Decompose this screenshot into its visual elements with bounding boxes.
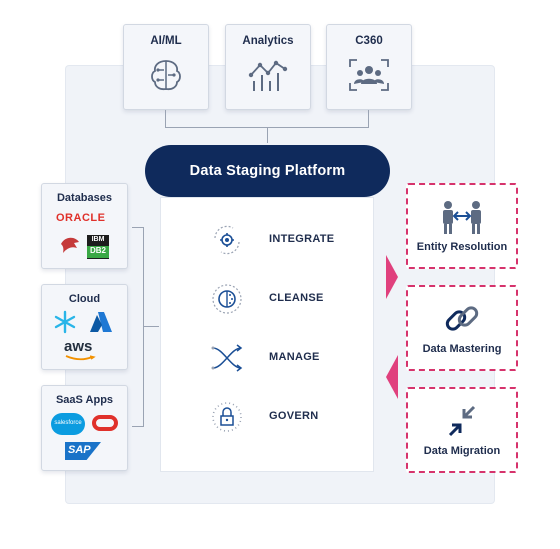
snowflake-icon xyxy=(54,310,76,334)
platform-title-pill: Data Staging Platform xyxy=(145,145,390,197)
step-manage: MANAGE xyxy=(161,338,375,382)
arrow-from-outputs xyxy=(386,355,398,399)
sources-connector xyxy=(132,227,159,427)
gear-cycle-icon xyxy=(214,225,240,255)
line-chart-icon xyxy=(248,60,288,91)
salesforce-logo-text: salesforce xyxy=(54,420,82,426)
entity-resolution-card: Entity Resolution xyxy=(406,183,518,269)
analytics-card: Analytics xyxy=(225,24,311,110)
arrow-to-outputs xyxy=(386,255,398,299)
databases-label: Databases xyxy=(56,192,113,204)
crossing-arrows-icon xyxy=(211,344,243,372)
c360-label: C360 xyxy=(355,35,383,47)
azure-icon xyxy=(90,312,112,332)
cloud-card: Cloud aws xyxy=(41,284,128,370)
step-cleanse: CLEANSE xyxy=(161,279,375,323)
top-connector-stem xyxy=(267,127,268,143)
cleanse-circle-icon xyxy=(212,284,242,314)
sap-logo-text: SAP xyxy=(68,444,91,456)
salesforce-logo: salesforce xyxy=(51,413,85,435)
saas-apps-label: SaaS Apps xyxy=(55,394,114,406)
lock-circle-icon xyxy=(212,402,242,432)
step-govern: GOVERN xyxy=(161,397,375,441)
aws-smile-icon xyxy=(65,355,96,361)
oracle-logo: ORACLE xyxy=(56,212,106,224)
step-manage-label: MANAGE xyxy=(269,351,320,363)
step-integrate-label: INTEGRATE xyxy=(269,233,335,245)
brain-circuit-icon xyxy=(151,60,181,91)
ibm-db2-logo: IBM DB2 xyxy=(87,235,109,259)
step-cleanse-label: CLEANSE xyxy=(269,292,324,304)
analytics-label: Analytics xyxy=(242,35,294,47)
c360-card: C360 xyxy=(326,24,412,110)
ai-ml-card: AI/ML xyxy=(123,24,209,110)
data-migration-label: Data Migration xyxy=(423,445,501,457)
data-migration-card: Data Migration xyxy=(406,387,518,473)
oracle-ring-logo xyxy=(92,415,118,431)
db2-logo-text: DB2 xyxy=(87,246,109,258)
people-exchange-icon xyxy=(443,201,481,234)
saas-apps-card: SaaS Apps salesforce SAP xyxy=(41,385,128,471)
ai-ml-label: AI/ML xyxy=(150,35,182,47)
databases-card: Databases ORACLE IBM DB2 xyxy=(41,183,128,269)
data-mastering-card: Data Mastering xyxy=(406,285,518,371)
aws-logo: aws xyxy=(64,338,93,355)
arrows-inward-icon xyxy=(448,405,476,437)
top-connector xyxy=(165,110,369,143)
step-govern-label: GOVERN xyxy=(269,410,319,422)
sap-logo: SAP xyxy=(65,442,101,460)
data-mastering-label: Data Mastering xyxy=(422,343,502,355)
database-dolphin-icon xyxy=(61,237,79,253)
step-integrate: INTEGRATE xyxy=(161,220,375,264)
chain-link-icon xyxy=(445,306,479,331)
ibm-logo-text: IBM xyxy=(91,236,105,243)
cloud-label: Cloud xyxy=(68,293,101,305)
customer-group-icon xyxy=(349,59,389,91)
entity-resolution-label: Entity Resolution xyxy=(416,241,508,253)
process-panel: INTEGRATE CLEANSE MANAGE GOVERN xyxy=(160,197,374,472)
sources-connector-stem xyxy=(143,326,159,327)
